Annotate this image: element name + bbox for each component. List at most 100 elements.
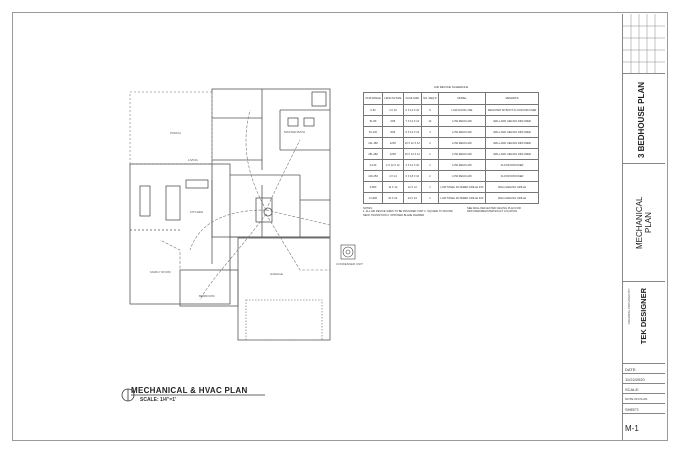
floor-plan: PORCH FAMILY ROOM LIVING KITCHEN BEDROOM… [121, 88, 364, 403]
sheet-label: SHEET: [625, 407, 640, 412]
cell: LOW REGIS ARI [437, 159, 487, 171]
drawing-title: MECHANICAL & HVAC PLAN [131, 386, 248, 395]
cell: 121-180 [362, 137, 384, 149]
cell: 7 X 12 X 12 [402, 115, 423, 127]
cell: REGISTER W/ BOOT FLOOR DIFFUSER [485, 104, 539, 116]
cell: 0-800 [362, 181, 384, 193]
room-label-master-bath: MASTER BATH [284, 130, 306, 134]
revision-grid [623, 14, 665, 74]
drawing-scale: SCALE: 1/4"=1' [140, 397, 177, 403]
cell: 2 X 12 X 12 [382, 159, 404, 171]
sheet-name: MECHANICAL PLAN [635, 196, 653, 250]
cell: 2 [421, 137, 439, 149]
cell: 24 X 24 [402, 192, 423, 204]
cell: 4 X 14 [382, 170, 404, 182]
cell: WALL AND CEILING DIFFUSER [485, 148, 539, 160]
col-length: LENGTH SIZE [382, 92, 404, 105]
scale-label-box: SCALE: [623, 384, 665, 394]
cell: 51-80 [362, 115, 384, 127]
room-label-condenser: CONDENSER UNIT [336, 262, 364, 266]
col-remarks: REMARKS [485, 92, 539, 105]
cell: LOW REGIS ARI [437, 137, 487, 149]
cell: LOW REGIS ARI [437, 170, 487, 182]
room-label-family: FAMILY ROOM [150, 270, 171, 274]
cell: 8X8 [382, 126, 404, 138]
sheet-name-box: MECHANICAL PLAN [623, 164, 665, 282]
note-2: SEE WALL REFLECTED CEILING PLAN FOR DIFF… [467, 207, 521, 214]
schedule-notes: NOTES: 1. ALL AIR DEVICE SIZES TO BE PRO… [363, 207, 539, 217]
cell: WALL AND CEILING DIFFUSER [485, 115, 539, 127]
col-qty: NO. REQ'D [421, 92, 439, 105]
cell: WALL/CEILING GRILLE [485, 192, 539, 204]
date-value: 11/22/2020 [625, 377, 645, 382]
cell: 9 [421, 104, 439, 116]
designer-box: DRAWING PROVIDED BY: TEK DESIGNER [623, 282, 665, 364]
floor-plan-drawing [121, 88, 356, 402]
notes-label: NOTES: [363, 207, 373, 210]
cell: 10 X 12 X 12 [402, 137, 423, 149]
cell: 4 [421, 126, 439, 138]
cell: 12 X 12 [382, 181, 404, 193]
project-name-box: 3 BEDHOUSE PLAN [623, 74, 665, 164]
cell: LOW REGIS ARI [437, 126, 487, 138]
note-1: 1. ALL AIR DEVICE SIZES TO BE PROVIDED V… [363, 210, 453, 217]
col-face: FACE SIZE [402, 92, 423, 105]
cell: 2 [421, 170, 439, 182]
cell: WALL AND CEILING DIFFUSER [485, 137, 539, 149]
cell: 0-50 [362, 104, 384, 116]
cell: 181-280 [362, 148, 384, 160]
col-cfm: CFM RANGE [362, 92, 384, 105]
room-label-living: LIVING [188, 158, 198, 162]
schedule-table: CFM RANGE LENGTH SIZE FACE SIZE NO. REQ'… [362, 92, 539, 204]
cell: LOW STEEL FILTERED GRILLE 40X [437, 181, 487, 193]
room-label-kitchen: KITCHEN [190, 210, 204, 214]
cell: 9 X 12 X 12 [402, 126, 423, 138]
sheet-label-box: SHEET: [623, 404, 665, 414]
designer-name: TEK DESIGNER [639, 288, 648, 345]
sheet-value-box: M-1 [623, 414, 665, 440]
cell: 4 X 12 X 10 [402, 159, 423, 171]
cell: WALL/CEILING GRILLE [485, 181, 539, 193]
cell: LOW STEEL FILTERED GRILLE 40X [437, 192, 487, 204]
cell: 12 [421, 115, 439, 127]
revision-grid-lines [623, 14, 665, 74]
cell: WALL AND CEILING DIFFUSER [485, 126, 539, 138]
cell: 4 X 10 [382, 104, 404, 116]
col-model: MODEL [437, 92, 487, 105]
schedule-header-row: CFM RANGE LENGTH SIZE FACE SIZE NO. REQ'… [362, 92, 539, 105]
cell: 20 X 24 [382, 192, 404, 204]
cell: 0-1400 [362, 192, 384, 204]
scale-value: NOTE ON PLAN [625, 397, 648, 401]
cell: 12 X 12 [402, 181, 423, 193]
schedule-title: AIR DEVICE SCHEDULE [433, 85, 469, 89]
air-device-schedule: AIR DEVICE SCHEDULE CFM RANGE LENGTH SIZ… [362, 85, 539, 217]
cell: LOW REGIS ARI [437, 115, 487, 127]
drawing-sheet [12, 12, 668, 441]
cell: 1 [421, 148, 439, 160]
cell: 12X8 [382, 148, 404, 160]
cell: 81-120 [362, 126, 384, 138]
cell: 1 [421, 181, 439, 193]
room-label-garage: GARAGE [270, 272, 283, 276]
cell: 1 [421, 192, 439, 204]
cell: 12X8 [382, 137, 404, 149]
date-label-box: DATE: [623, 364, 665, 374]
room-label-bedroom: BEDROOM [199, 294, 215, 298]
room-label-porch: PORCH [170, 131, 181, 135]
cell: 6X8 [382, 115, 404, 127]
drawing-provided-by: DRAWING PROVIDED BY: [627, 288, 631, 325]
cell: FLOOR DIFFUSER [485, 159, 539, 171]
sheet-number: M-1 [625, 424, 639, 433]
scale-label: SCALE: [625, 387, 640, 392]
cell: FLOOR DIFFUSER [485, 170, 539, 182]
cell: 6 X 18 X 10 [402, 170, 423, 182]
cell: 6 X 12 X 10 [402, 104, 423, 116]
